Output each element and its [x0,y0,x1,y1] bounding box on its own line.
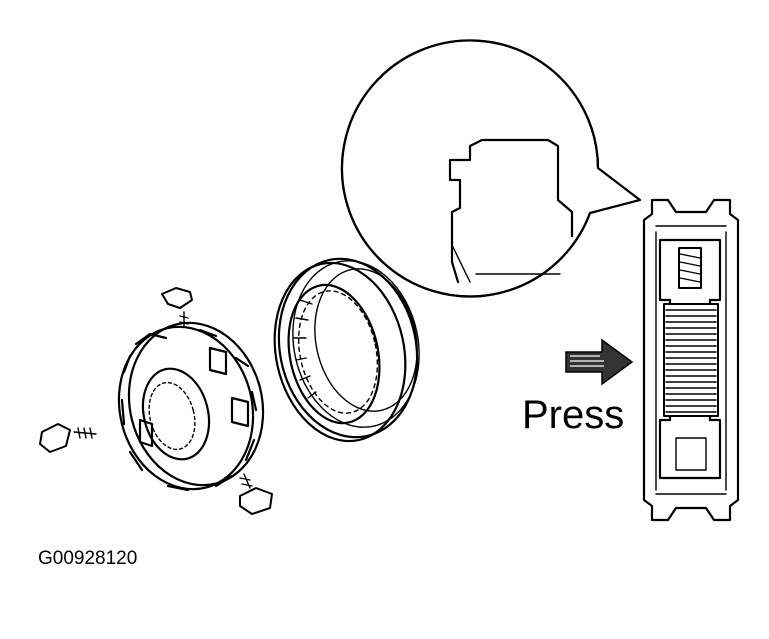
shifting-key-bottom [239,473,273,515]
synchronizer-sleeve [273,257,420,443]
shifting-key-top [161,287,193,327]
detail-magnifier [340,39,642,298]
spring-top [678,247,702,289]
synchronizer-cross-section [642,198,740,522]
figure-code: G00928120 [38,548,137,569]
press-arrow-icon [565,338,634,386]
shifting-key-left [39,423,97,453]
spline-teeth [663,303,719,417]
press-label: Press [522,393,624,437]
synchronizer-hub [117,321,265,492]
